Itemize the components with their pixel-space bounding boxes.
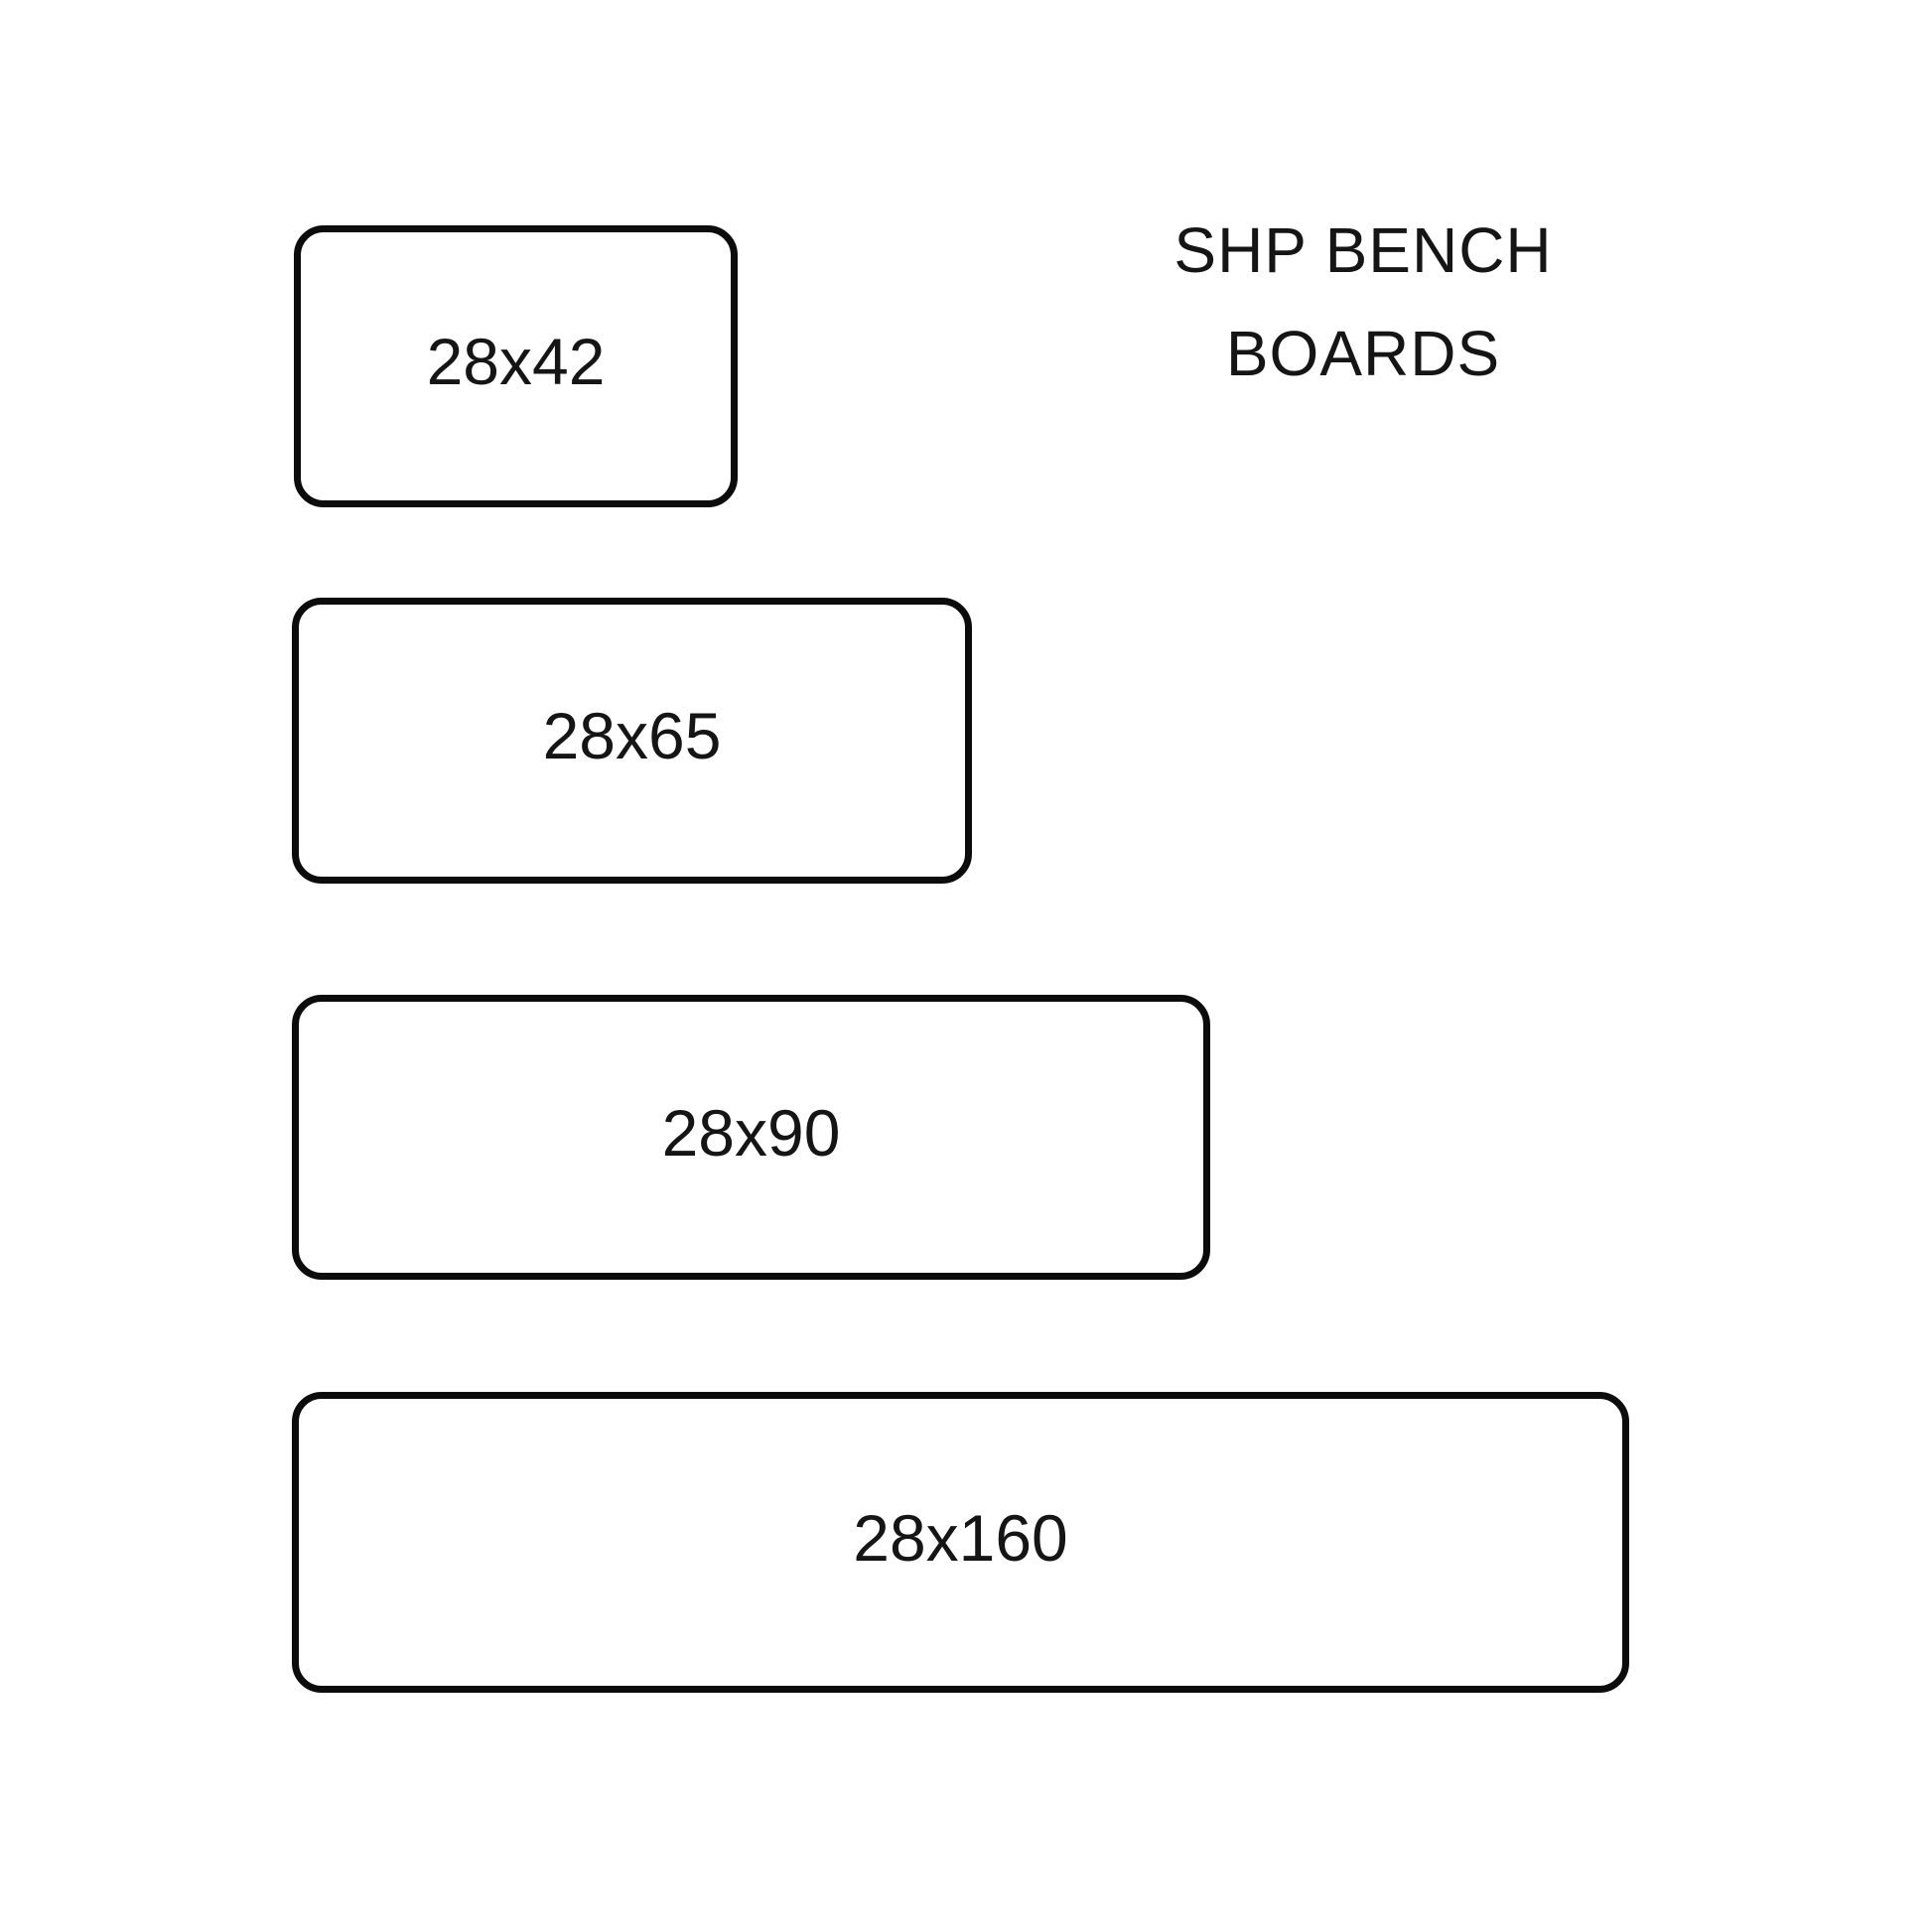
title-line-2: BOARDS	[1225, 318, 1501, 389]
board-label-28x160: 28x160	[853, 1500, 1068, 1575]
diagram-title: SHP BENCH BOARDS	[1065, 199, 1661, 405]
board-label-28x90: 28x90	[661, 1095, 841, 1170]
board-label-28x42: 28x42	[426, 325, 606, 398]
board-label-28x65: 28x65	[542, 699, 722, 772]
board-28x90: 28x90	[292, 995, 1210, 1280]
board-28x42: 28x42	[294, 225, 738, 507]
board-28x65: 28x65	[292, 598, 972, 884]
board-28x160: 28x160	[292, 1392, 1629, 1693]
title-line-1: SHP BENCH	[1173, 214, 1553, 286]
